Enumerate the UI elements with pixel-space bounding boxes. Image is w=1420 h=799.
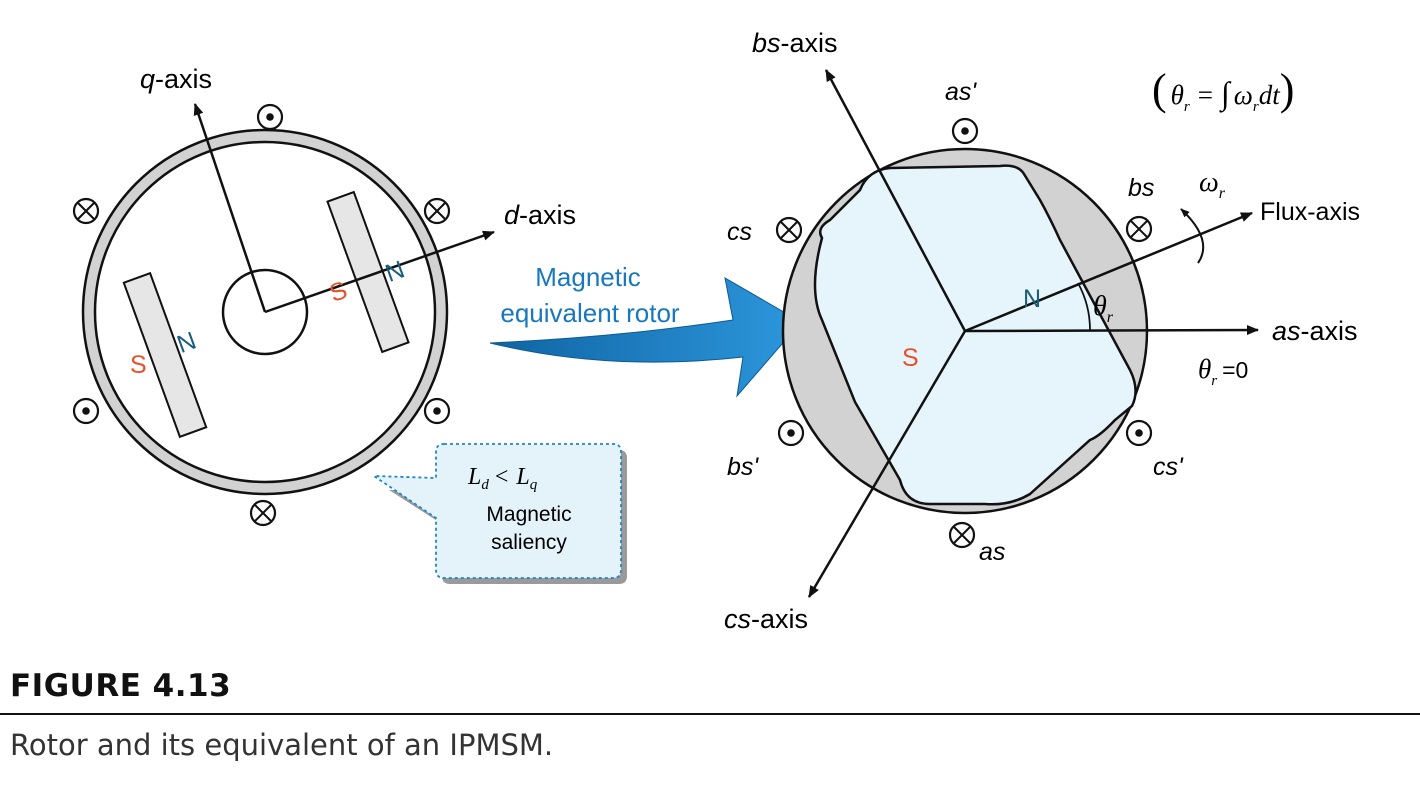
left-magnet-s-pole: S (130, 351, 147, 379)
figure-caption-text: Rotor and its equivalent of an IPMSM. (10, 728, 554, 762)
callout-line-2: saliency (491, 531, 567, 554)
right-machine: N S bs-axis as-axis cs-axis Flux-axis as… (724, 28, 1360, 634)
equivalent-rotor (813, 164, 1137, 506)
theta-definition: (θr=∫ωrdt) (1152, 65, 1294, 115)
flux-axis-arrow (964, 211, 1253, 333)
dot-winding-icon (72, 397, 100, 425)
cross-winding-icon (1125, 215, 1153, 243)
caption-divider (0, 713, 1420, 715)
flux-axis-label: Flux-axis (1260, 198, 1360, 226)
winding-label-bs: bs (1128, 174, 1154, 202)
rotor-n-pole: N (1023, 285, 1041, 313)
theta-arc (1077, 282, 1091, 331)
dot-winding-icon (423, 397, 451, 425)
dot-winding-icon (951, 117, 979, 145)
d-axis-arrow (264, 230, 495, 314)
as-axis-arrow (964, 325, 1259, 336)
left-machine: q-axis d-axis S N S N (72, 64, 576, 527)
left-magnet (122, 271, 208, 439)
theta-r-label: θr (1093, 291, 1114, 326)
saliency-callout: Ld<Lq Magnetic saliency (370, 443, 627, 584)
saliency-formula: Ld<Lq (467, 464, 538, 493)
figure-caption-title: FIGURE 4.13 (10, 668, 232, 704)
rotation-arrow (1180, 208, 1205, 264)
dot-winding-icon (256, 103, 284, 131)
d-axis-label: d-axis (504, 200, 576, 230)
bs-axis-arrow (824, 69, 967, 332)
q-axis-label: q-axis (140, 64, 212, 94)
cross-winding-icon (249, 499, 277, 527)
dot-winding-icon (777, 419, 805, 447)
winding-label-cs-prime: cs' (1153, 453, 1184, 481)
ipmsm-figure: q-axis d-axis S N S N Ld<Lq Magnetic sal… (72, 28, 1360, 634)
cross-winding-icon (948, 521, 976, 549)
winding-label-bs-prime: bs' (727, 453, 759, 481)
right-magnet (326, 190, 410, 354)
bs-axis-label: bs-axis (752, 28, 838, 58)
theta-zero-label: θr=0 (1198, 354, 1248, 389)
q-axis-arrow (193, 103, 267, 313)
as-axis-label: as-axis (1272, 316, 1358, 346)
winding-label-as-prime: as' (945, 78, 977, 106)
arrow-label-line-1: Magnetic (535, 262, 641, 292)
arrow-label-line-2: equivalent rotor (500, 298, 680, 328)
omega-r-label: ωr (1199, 167, 1226, 202)
dot-winding-icon (1125, 419, 1153, 447)
cross-winding-icon (775, 216, 803, 244)
winding-label-cs: cs (727, 218, 752, 246)
cross-winding-icon (423, 197, 451, 225)
winding-label-as: as (979, 538, 1005, 566)
equivalence-arrow: Magnetic equivalent rotor (489, 262, 802, 398)
cs-axis-label: cs-axis (724, 604, 808, 634)
cross-winding-icon (72, 197, 100, 225)
callout-line-1: Magnetic (486, 503, 571, 526)
cs-axis-arrow (807, 330, 967, 598)
rotor-s-pole: S (902, 344, 919, 372)
